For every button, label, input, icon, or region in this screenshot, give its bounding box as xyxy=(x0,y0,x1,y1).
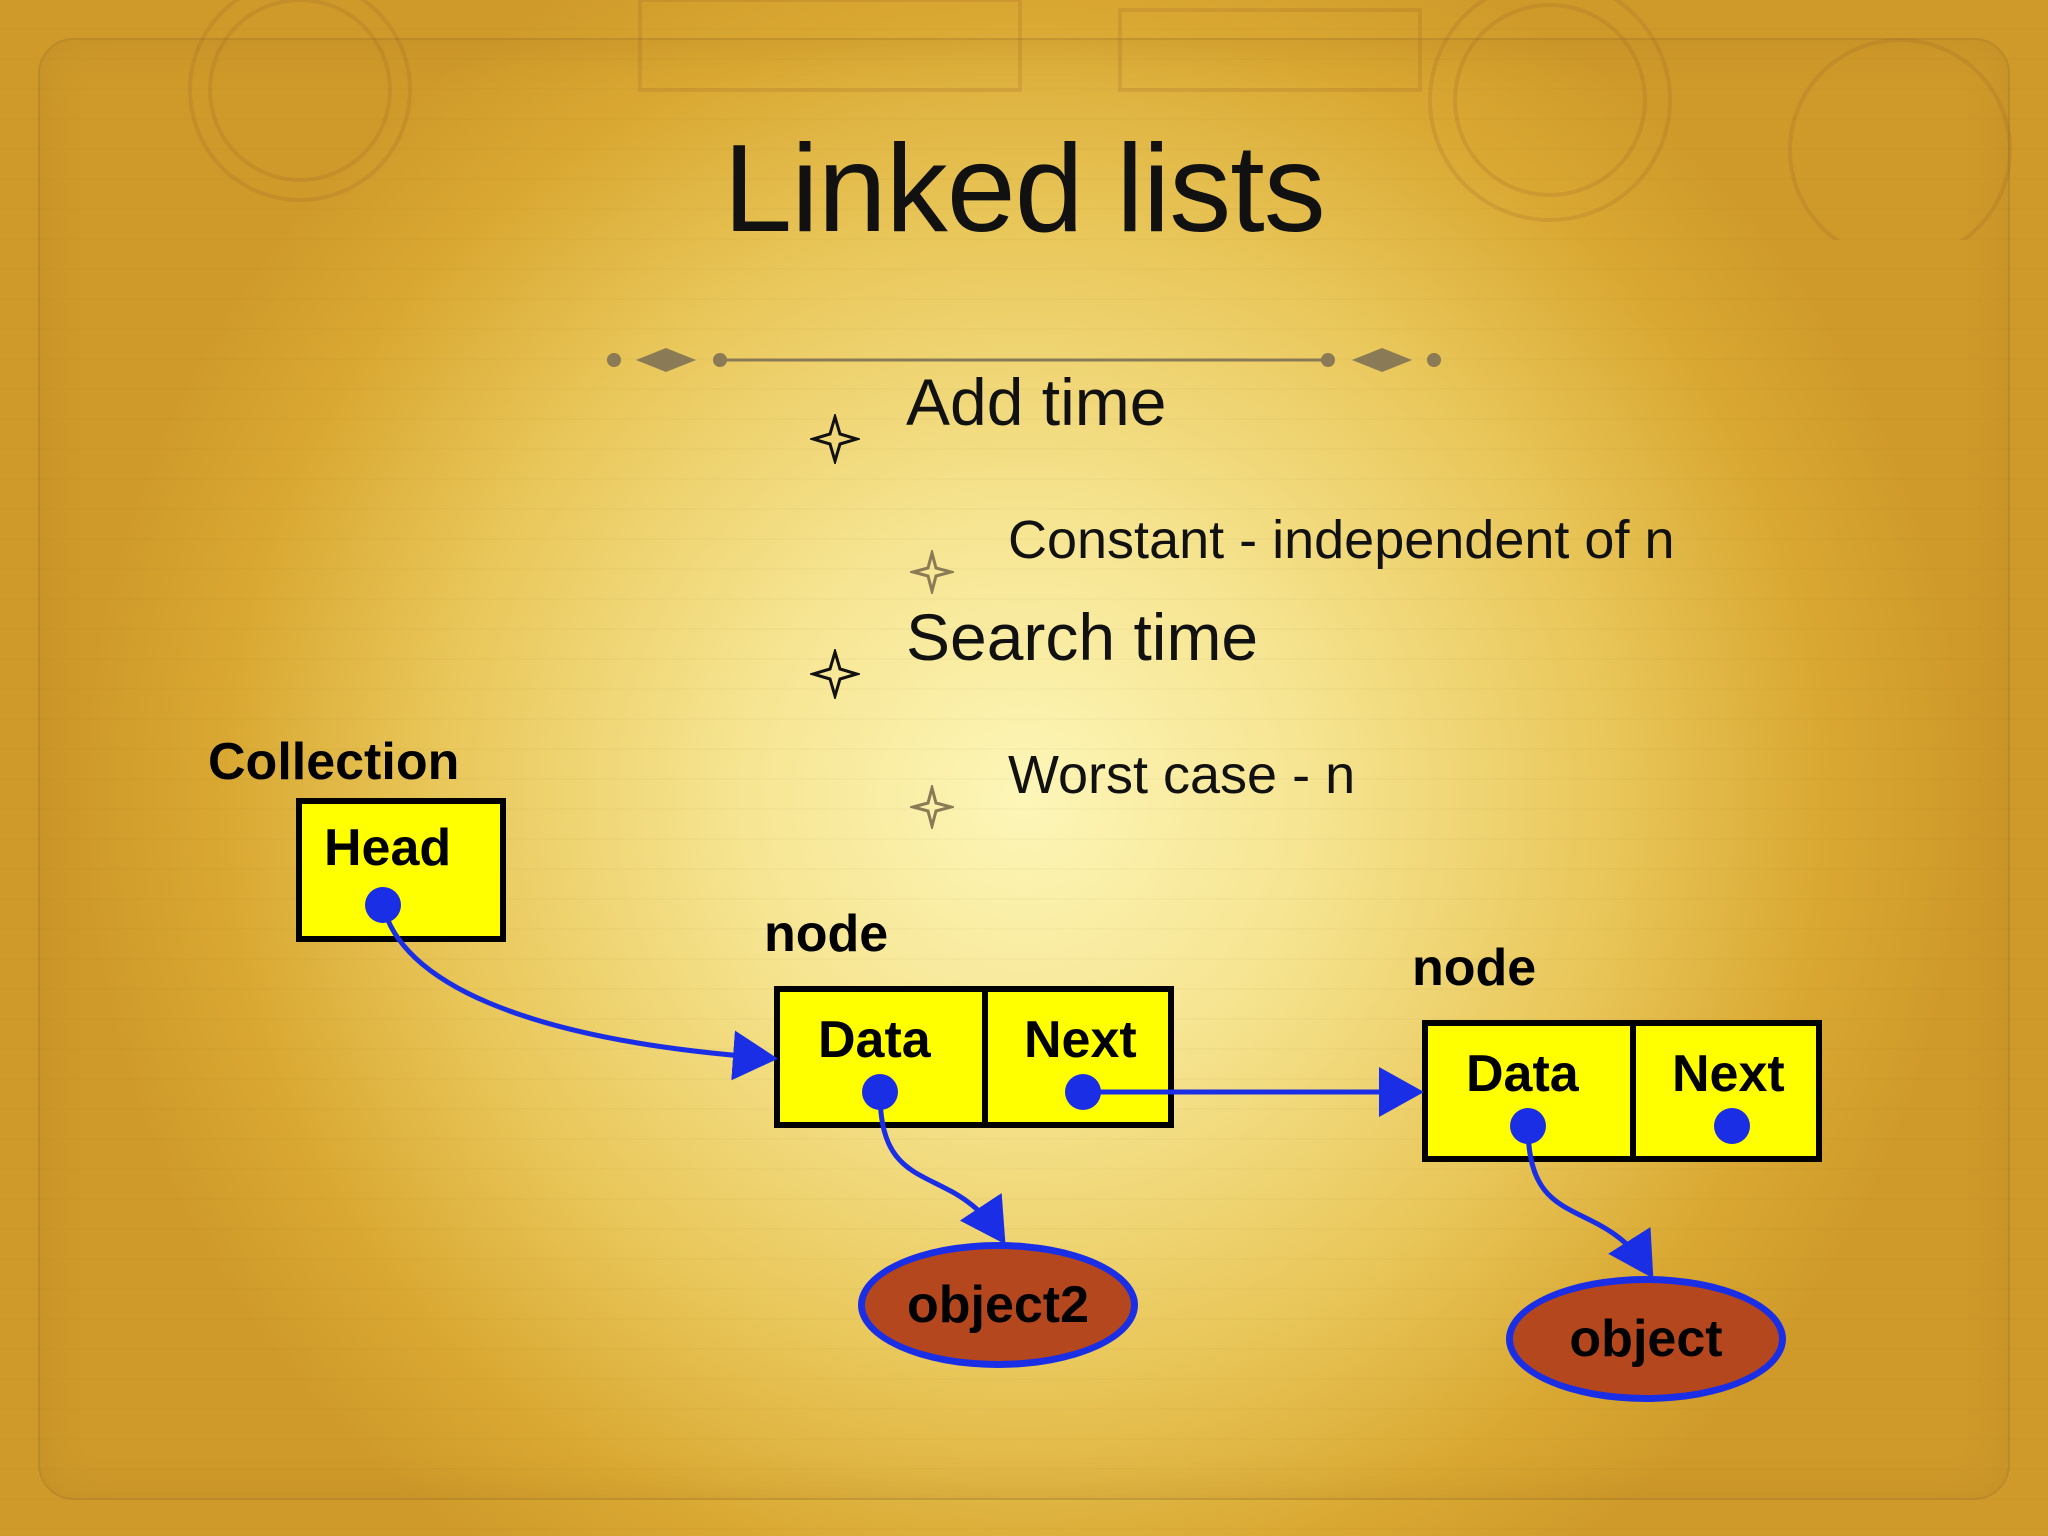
object2-ellipse: object2 xyxy=(858,1242,1138,1368)
sub-bullet-text: Constant - independent of n xyxy=(1008,510,1675,570)
bullet-star-icon xyxy=(810,414,860,464)
sub-bullet-text: Worst case - n xyxy=(1008,745,1356,805)
node2-divider xyxy=(1630,1026,1636,1156)
bullet-star-icon xyxy=(810,649,860,699)
node1-label: node xyxy=(764,905,889,963)
node2-data-arrow xyxy=(1525,1125,1654,1279)
node1-data-dot xyxy=(862,1074,898,1110)
node1-next-dot xyxy=(1065,1074,1101,1110)
ornamental-divider xyxy=(607,348,1441,372)
sub-bullet-star-icon xyxy=(910,785,954,829)
node2-data-label: Data xyxy=(1466,1045,1579,1103)
node2-label: node xyxy=(1412,939,1537,997)
slide-title: Linked lists xyxy=(723,120,1325,258)
bullet-text: Add time xyxy=(906,365,1167,439)
collection-label: Collection xyxy=(208,733,460,791)
node1-data-arrow xyxy=(877,1091,1006,1245)
object2-label: object2 xyxy=(906,1276,1090,1334)
node2-next-dot xyxy=(1714,1108,1750,1144)
node1-divider xyxy=(982,992,988,1122)
node2-next-label: Next xyxy=(1672,1045,1785,1103)
head-pointer-arrow xyxy=(380,904,778,1081)
sub-bullet-star-icon xyxy=(910,550,954,594)
head-box: Head xyxy=(296,798,506,942)
node1-box: Data Next xyxy=(774,986,1174,1128)
object-label: object xyxy=(1569,1310,1723,1368)
node2-data-dot xyxy=(1510,1108,1546,1144)
object-ellipse: object xyxy=(1506,1276,1786,1402)
head-label: Head xyxy=(324,819,452,877)
node1-next-label: Next xyxy=(1024,1011,1137,1069)
head-pointer-dot xyxy=(365,887,401,923)
node2-box: Data Next xyxy=(1422,1020,1822,1162)
bullet-text: Search time xyxy=(906,600,1259,674)
node1-data-label: Data xyxy=(818,1011,931,1069)
